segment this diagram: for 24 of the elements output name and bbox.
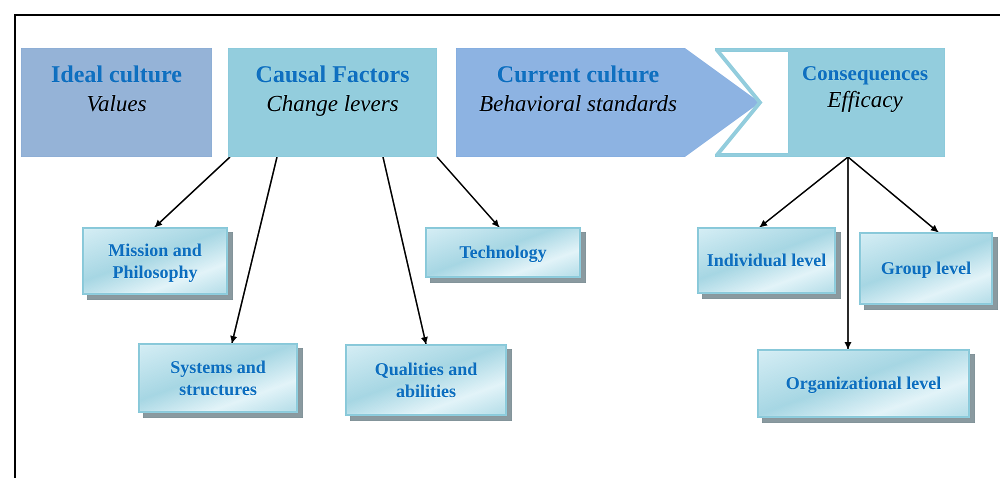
- arrow: [154, 156, 231, 228]
- arrow: [382, 156, 428, 344]
- heading: Causal Factors: [254, 61, 410, 90]
- heading: Organizational level: [784, 372, 942, 395]
- heading: Individual level: [706, 249, 828, 272]
- heading: Ideal culture: [50, 61, 183, 90]
- concept-box: [228, 48, 437, 157]
- arrow: [760, 156, 848, 228]
- subheading: Values: [85, 90, 148, 118]
- heading: Systems and structures: [169, 356, 267, 400]
- subheading: Change levers: [265, 90, 400, 118]
- heading: Current culture: [496, 61, 660, 90]
- arrow: [436, 156, 500, 228]
- concept-box: [21, 48, 212, 157]
- arrow: [847, 156, 939, 233]
- heading: Mission and Philosophy: [107, 238, 203, 284]
- subheading: Efficacy: [826, 86, 904, 114]
- heading: Qualities and abilities: [374, 358, 478, 402]
- heading: Consequences: [802, 60, 928, 86]
- arrow-shaped-box: [456, 48, 760, 157]
- subheading: Behavioral standards: [478, 90, 678, 118]
- arrow: [230, 156, 278, 344]
- heading: Group level: [880, 257, 972, 280]
- heading: Technology: [458, 241, 548, 264]
